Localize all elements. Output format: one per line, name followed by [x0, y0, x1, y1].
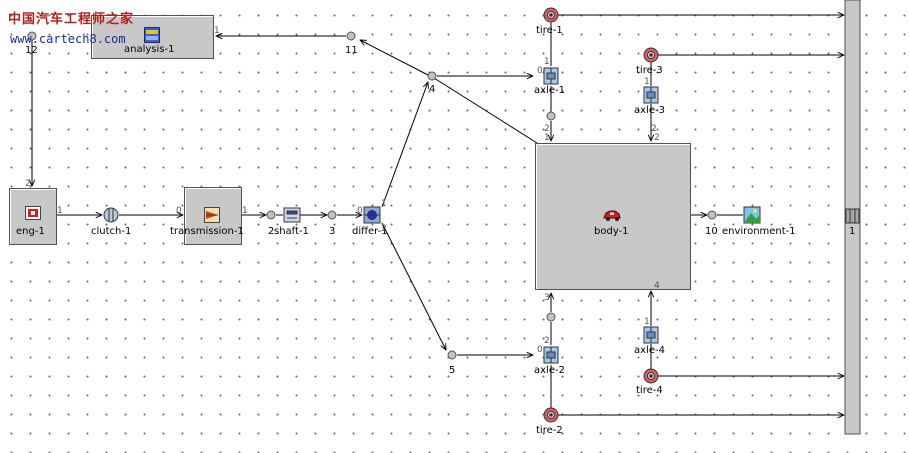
port-axle2-2: 2 — [544, 336, 550, 346]
port-axle3-2: 2 — [651, 124, 657, 134]
port-axle1-2: 2 — [544, 124, 550, 134]
watermark-title: 中国汽车工程师之家 — [8, 12, 135, 27]
port-axle1-1: 1 — [544, 57, 550, 67]
axle-4-icon[interactable] — [643, 326, 659, 344]
link-node4-body[interactable] — [433, 77, 538, 144]
tire-4-label: tire-4 — [636, 385, 663, 396]
port-axle2-0: 0 — [537, 345, 543, 355]
node-4-label: 4 — [429, 84, 436, 95]
tire-2-icon[interactable] — [543, 407, 559, 423]
port-diff-0: 0 — [357, 206, 363, 216]
port-body-4: 4 — [654, 281, 660, 291]
node-10-label: 10 — [705, 226, 718, 237]
engine-icon — [25, 206, 41, 220]
port-body-1: 1 — [544, 133, 550, 143]
axle-3-label: axle-3 — [634, 105, 665, 116]
port-body-2: 2 — [654, 133, 660, 143]
port-eng-1: 1 — [57, 206, 63, 216]
body-label: body-1 — [594, 226, 629, 237]
transmission-icon — [204, 207, 220, 223]
watermark-url: www.cartech8.com — [10, 32, 126, 46]
node-axle2-body[interactable] — [546, 312, 556, 322]
port-diff-1: 1 — [381, 199, 387, 209]
analysis-icon — [144, 27, 160, 43]
port-diff-2: 2 — [381, 224, 387, 234]
node-3[interactable] — [327, 210, 337, 220]
axle-1-label: axle-1 — [534, 85, 565, 96]
eng-label: eng-1 — [16, 226, 45, 237]
environment-icon[interactable] — [743, 206, 761, 224]
port-axle1-0: 0 — [537, 66, 543, 76]
port-trans-1: 1 — [242, 206, 248, 216]
tire-3-icon[interactable] — [643, 47, 659, 63]
port-axle4-1: 1 — [644, 317, 650, 327]
tire-1-label: tire-1 — [536, 25, 563, 36]
node-5[interactable] — [447, 350, 457, 360]
link-node4-node11[interactable] — [360, 40, 431, 77]
bus-connector-icon — [845, 208, 860, 224]
node-10[interactable] — [707, 210, 717, 220]
tire-1-icon[interactable] — [543, 7, 559, 23]
node-5-label: 5 — [449, 365, 456, 376]
tire-4-icon[interactable] — [643, 368, 659, 384]
port-trans-0: 0 — [176, 206, 182, 216]
shaft-1-icon[interactable] — [283, 207, 301, 223]
axle-2-icon[interactable] — [543, 346, 559, 364]
node-11[interactable] — [346, 31, 356, 41]
body-icon — [603, 210, 621, 221]
transmission-label: transmission-1 — [170, 226, 244, 237]
tire-2-label: tire-2 — [536, 425, 563, 436]
clutch-1-icon[interactable] — [103, 207, 119, 223]
node-12[interactable] — [27, 31, 37, 41]
shaft-label: shaft-1 — [274, 226, 309, 237]
node-4[interactable] — [427, 71, 437, 81]
port-analysis-1: 1 — [214, 26, 220, 36]
bus-label: 1 — [849, 226, 856, 237]
differ-1-icon[interactable] — [363, 206, 381, 224]
body-block[interactable] — [535, 143, 691, 290]
link-differ-node4[interactable] — [381, 82, 428, 208]
axle-1-icon[interactable] — [543, 67, 559, 85]
axle-3-icon[interactable] — [643, 86, 659, 104]
clutch-label: clutch-1 — [91, 226, 132, 237]
port-body-3: 3 — [544, 293, 550, 303]
environment-label: environment-1 — [722, 226, 796, 237]
tire-3-label: tire-3 — [636, 65, 663, 76]
node-12-label: 12 — [25, 45, 38, 56]
node-11-label: 11 — [345, 45, 358, 56]
axle-4-label: axle-4 — [634, 345, 665, 356]
node-3-label: 3 — [329, 226, 336, 237]
differ-label: differ-1 — [352, 226, 388, 237]
axle-2-label: axle-2 — [534, 365, 565, 376]
port-eng-2: 2 — [25, 179, 31, 189]
port-axle3-1: 1 — [644, 77, 650, 87]
node-2[interactable] — [266, 210, 276, 220]
analysis-label: analysis-1 — [124, 44, 175, 55]
node-axle1-body[interactable] — [546, 111, 556, 121]
link-differ-node5[interactable] — [381, 222, 446, 350]
node-2-label: 2 — [268, 226, 275, 237]
